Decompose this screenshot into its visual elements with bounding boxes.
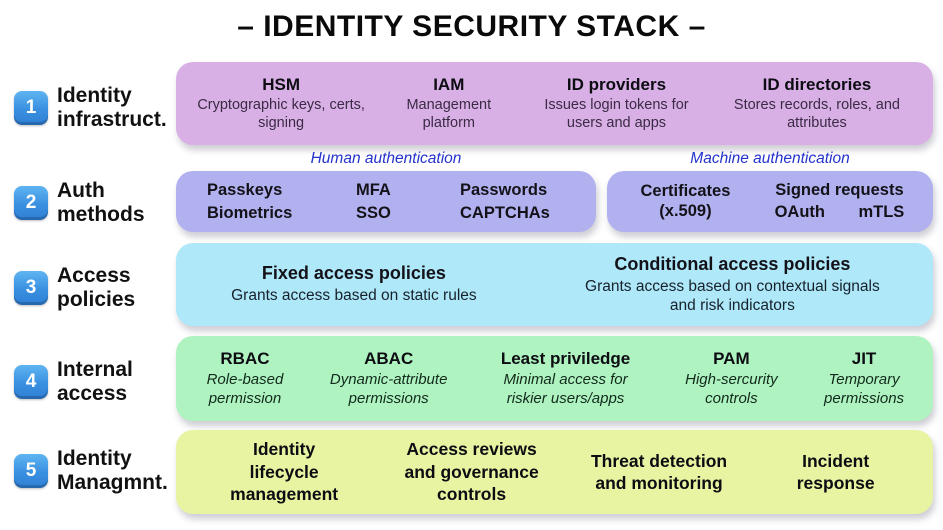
machine-authentication-caption: Machine authentication — [690, 150, 850, 167]
auth-method: Passwords — [460, 180, 548, 199]
machine-auth-right: Signed requests OAuth mTLS — [758, 181, 921, 222]
id-providers-item: ID providers Issues login tokens for use… — [544, 74, 689, 131]
auth-method: Passkeys — [207, 180, 283, 199]
row2-label: 2 Auth methods — [14, 179, 145, 226]
access-reviews-item: Access reviews and governance controls — [404, 439, 539, 505]
auth-method: Biometrics — [207, 203, 293, 222]
row5-label-text: Identity Managmnt. — [57, 447, 168, 494]
auth-method: CAPTCHAs — [460, 203, 550, 222]
row3-label: 3 Access policies — [14, 264, 135, 311]
certificates-item: Certificates (x.509) — [640, 181, 731, 220]
threat-detection-item: Threat detection and monitoring — [590, 450, 728, 493]
row3-label-text: Access policies — [57, 264, 136, 311]
signed-requests-item: Signed requests — [775, 181, 904, 199]
pam-item: PAM High-sercurity controls — [685, 349, 778, 407]
number-3-badge-icon: 3 — [14, 270, 48, 305]
identity-infrastructure-box: HSM Cryptographic keys, certs, signing I… — [176, 62, 933, 145]
oauth-mtls-row: OAuth mTLS — [758, 203, 921, 222]
identity-lifecycle-item: Identity lifecycle management — [230, 439, 339, 505]
row1-label-text: Identity infrastruct. — [57, 84, 167, 131]
hsm-item: HSM Cryptographic keys, certs, signing — [197, 74, 365, 131]
auth-method: SSO — [356, 203, 391, 222]
auth-method: MFA — [356, 180, 391, 199]
row4-label: 4 Internal access — [14, 358, 133, 405]
fixed-access-policies-item: Fixed access policies Grants access base… — [231, 263, 477, 305]
row5-label: 5 Identity Managmnt. — [14, 447, 168, 494]
page-title: – IDENTITY SECURITY STACK – — [237, 10, 706, 43]
incident-response-item: Incident response — [796, 450, 875, 493]
jit-item: JIT Temporary permissions — [824, 349, 905, 407]
id-directories-item: ID directories Stores records, roles, an… — [733, 74, 900, 131]
human-auth-box: Passkeys MFA Passwords Biometrics SSO CA… — [176, 171, 596, 232]
internal-access-box: RBAC Role-based permission ABAC Dynamic-… — [176, 336, 933, 421]
access-policies-box: Fixed access policies Grants access base… — [176, 243, 933, 326]
conditional-access-policies-item: Conditional access policies Grants acces… — [585, 253, 880, 314]
human-authentication-caption: Human authentication — [310, 150, 462, 167]
least-privilege-item: Least priviledge Minimal access for risk… — [500, 349, 631, 407]
number-4-badge-icon: 4 — [14, 364, 48, 399]
row4-label-text: Internal access — [57, 358, 133, 405]
number-5-badge-icon: 5 — [14, 453, 48, 488]
row2-label-text: Auth methods — [57, 179, 145, 226]
rbac-item: RBAC Role-based permission — [206, 349, 284, 407]
number-2-badge-icon: 2 — [14, 185, 48, 220]
row1-label: 1 Identity infrastruct. — [14, 84, 167, 131]
identity-management-box: Identity lifecycle management Access rev… — [176, 430, 933, 514]
machine-auth-box: Certificates (x.509) Signed requests OAu… — [607, 171, 933, 232]
number-1-badge-icon: 1 — [14, 90, 48, 125]
mtls-item: mTLS — [858, 203, 905, 221]
oauth-item: OAuth — [774, 203, 825, 221]
iam-item: IAM Management platform — [406, 74, 492, 131]
abac-item: ABAC Dynamic-attribute permissions — [329, 349, 448, 407]
